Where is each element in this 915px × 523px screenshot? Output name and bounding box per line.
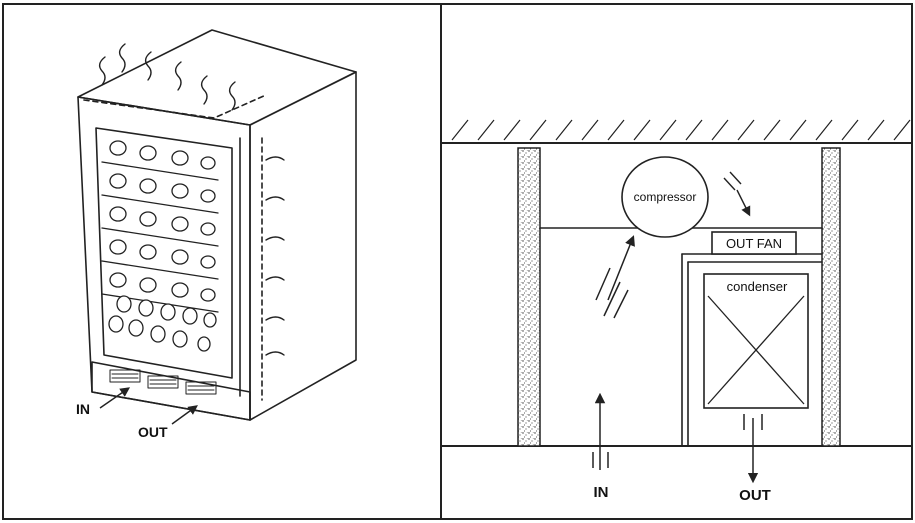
condenser-cross-2 bbox=[707, 295, 805, 405]
intake-arrow bbox=[592, 392, 609, 470]
left-panel: IN OUT bbox=[76, 29, 357, 440]
out-fan-box bbox=[711, 231, 797, 255]
wine-bottles bbox=[108, 140, 217, 352]
condenser-label-bg bbox=[724, 278, 794, 294]
in-label: IN bbox=[76, 401, 90, 417]
compressor-circle bbox=[621, 156, 709, 238]
out-label-right: OUT bbox=[739, 487, 771, 504]
countertop-hatching bbox=[451, 119, 911, 141]
right-panel: compressor OUT FAN condenser IN bbox=[442, 119, 912, 504]
condenser-box bbox=[703, 273, 809, 409]
compressor-heat-arrow bbox=[723, 171, 751, 217]
in-arrow bbox=[99, 387, 131, 409]
heat-wave-icon bbox=[98, 43, 236, 111]
compressor-label: compressor bbox=[634, 190, 697, 204]
out-arrow bbox=[171, 405, 198, 425]
out-label: OUT bbox=[138, 424, 168, 440]
wine-cooler bbox=[77, 29, 357, 421]
side-heat-wave-icon bbox=[265, 156, 285, 356]
base-vent-grille bbox=[109, 369, 217, 395]
right-cabinet-wall bbox=[821, 147, 841, 447]
in-label-right: IN bbox=[594, 484, 609, 501]
left-cabinet-wall bbox=[517, 147, 541, 447]
exhaust-arrow bbox=[743, 414, 763, 484]
condenser-label: condenser bbox=[727, 279, 788, 294]
out-fan-label: OUT FAN bbox=[726, 236, 782, 251]
airflow-streaks bbox=[595, 235, 635, 319]
outer-frame bbox=[2, 3, 913, 520]
